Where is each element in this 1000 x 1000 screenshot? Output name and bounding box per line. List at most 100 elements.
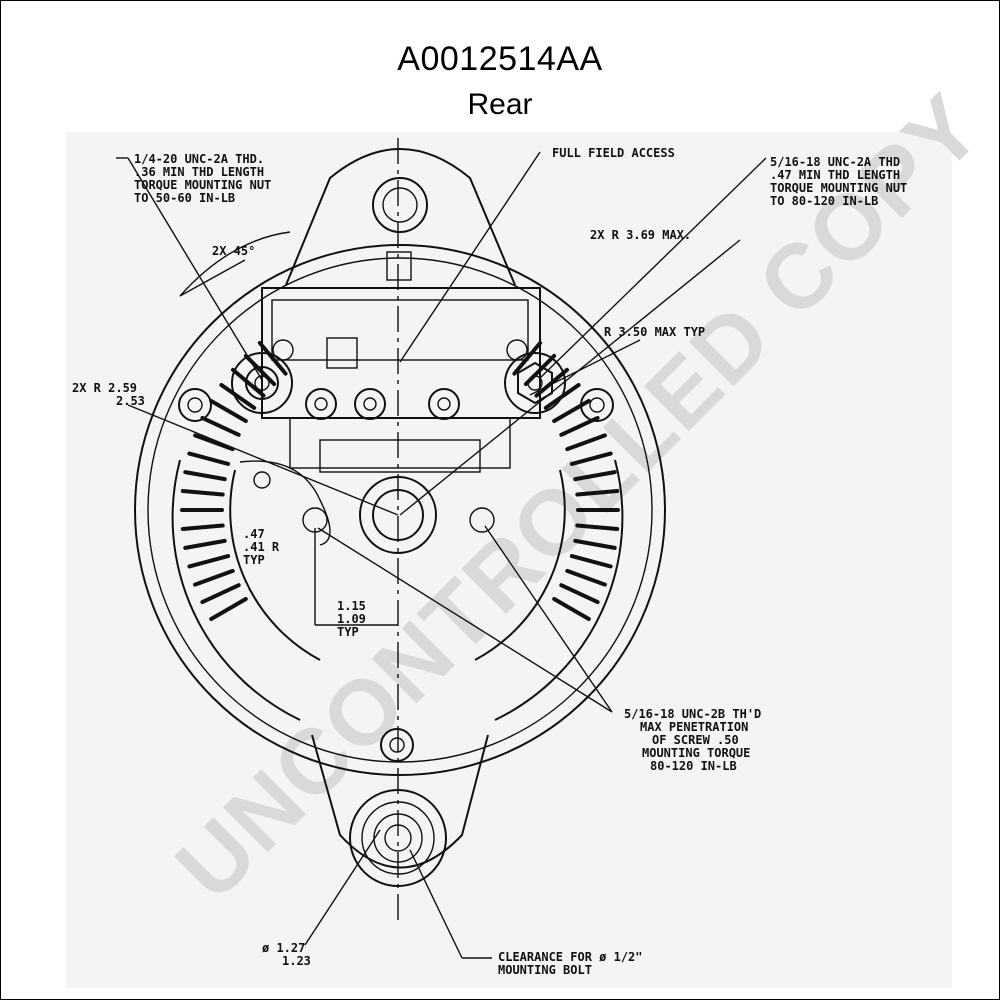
right-vent-outer-arc [494,459,624,721]
callout-text: CLEARANCE FOR ø 1/2" [498,950,643,964]
vent-rib [512,341,543,376]
callout-text: .47 MIN THD LENGTH [770,168,900,182]
leader-screw-left [317,527,613,713]
vent-ribs [180,341,620,621]
callout-radius-max: 2X R 3.69 MAX. [590,228,691,242]
left-mounting-boss [231,352,293,414]
terminal-strip-base [319,439,481,473]
callout-text: TYP [243,553,265,567]
callout-text: MAX PENETRATION [640,720,748,734]
right-screw-head [506,339,528,361]
leader-screw-right [484,525,613,713]
top-ear-hole-inner [382,187,418,223]
callout-text: MOUNTING BOLT [498,963,592,977]
leader-chamfer [179,259,246,297]
callout-text: TO 80-120 IN-LB [770,194,878,208]
part-number-title: A0012514AA [397,40,603,78]
vent-rib [209,597,248,621]
callout-hole-radius: .47 .41 R TYP [243,527,280,567]
terminal-strip-lower [289,417,511,469]
vent-rib [231,367,266,398]
center-bearing-boss [359,476,437,554]
left-housing-bolt-core [187,397,203,413]
callout-text: 2X R 2.59 [72,381,137,395]
vent-rib [187,451,231,466]
field-stud [386,251,412,281]
leader-bore-diameter [304,829,381,946]
callout-text: TYP [337,625,359,639]
vent-rib [565,433,607,452]
terminal-stud-2-core [363,397,377,411]
vent-rib [534,367,569,398]
callout-text: 1.15 [337,599,366,613]
bottom-housing-bolt [380,728,414,762]
vent-rib [180,489,225,497]
center-bearing [372,489,424,541]
callout-full-field: FULL FIELD ACCESS [552,146,675,160]
callout-text: TO 50-60 IN-LB [134,191,235,205]
callout-text: 1.09 [337,612,366,626]
callout-text: 1.23 [282,954,311,968]
chamfer-arc [179,231,291,297]
callout-bolt-clearance: CLEARANCE FOR ø 1/2" MOUNTING BOLT [498,950,643,977]
housing-inner-circle [147,257,653,763]
leader-right-thread [539,157,767,379]
bottom-bore-ring-3 [384,824,412,852]
callout-text: 2.53 [116,394,145,408]
terminal-stud-1 [305,388,337,420]
left-tab-hole [253,471,271,489]
vent-rib [183,470,227,482]
leader-left-thread [127,157,263,381]
vent-rib [575,523,620,531]
top-ear-hole [372,177,428,233]
vent-rib [569,451,613,466]
vent-rib [257,341,288,376]
vent-rib [209,399,248,423]
leader-clearance [409,849,463,959]
left-vent-inner-arc [229,469,321,661]
callout-left-thread: 1/4-20 UNC-2A THD. .36 MIN THD LENGTH TO… [134,152,271,205]
callout-screw-thread: 5/16-18 UNC-2B TH'D MAX PENETRATION OF S… [624,707,761,773]
vent-rib [573,470,617,482]
vent-rib [180,523,225,531]
leader-full-field [399,151,541,363]
vent-rib [565,568,607,587]
callout-hole-spacing: 1.15 1.09 TYP [337,599,366,639]
callout-bore-diameter: ø 1.27 1.23 [262,941,311,968]
callout-text: ø 1.27 [262,941,305,955]
right-vent-inner-arc [474,469,566,661]
callout-text: .41 R [243,540,280,554]
terminal-stud-2 [354,388,386,420]
callout-text: TORQUE MOUNTING NUT [134,178,271,192]
callout-text: TORQUE MOUNTING NUT [770,181,907,195]
left-vent-outer-arc [171,459,301,721]
vent-rib [569,554,613,569]
bottom-bore-ring-1 [361,801,435,875]
vent-rib [559,415,600,437]
callout-text: OF SCREW .50 [652,733,739,747]
callout-chamfer: 2X 45° [212,244,255,258]
regulator-housing [261,287,541,419]
left-nut-core [254,375,270,391]
vent-rib [200,583,241,605]
callout-text: .36 MIN THD LENGTH [134,165,264,179]
leader-radius-max [399,239,741,516]
callout-radius-typ: R 3.50 MAX TYP [604,325,705,339]
left-housing-bolt [178,388,212,422]
callout-text: .47 [243,527,265,541]
vent-rib [552,399,591,423]
terminal-stud-3 [428,388,460,420]
regulator-plug [326,337,358,369]
callout-text: 1/4-20 UNC-2A THD. [134,152,264,166]
callout-text: 80-120 IN-LB [650,759,737,773]
vent-rib [543,383,581,410]
right-mounting-nut [517,361,553,405]
callout-radius-left: 2X R 2.59 2.53 [72,381,145,408]
bottom-housing-bolt-core [389,737,405,753]
top-mounting-ear [285,148,516,286]
vent-rib [552,597,591,621]
leader-radius-left [127,404,399,516]
vent-rib [183,538,227,550]
vent-rib [187,554,231,569]
